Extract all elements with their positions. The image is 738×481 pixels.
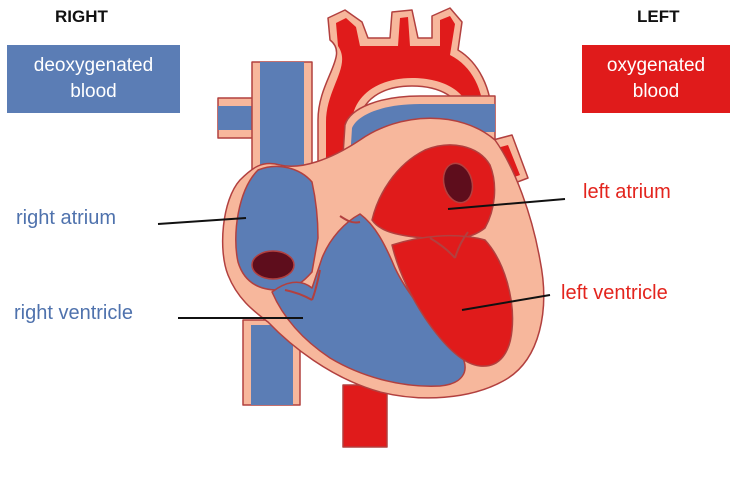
descending-aorta [342,384,388,448]
right-atrium-leader-line [157,217,247,225]
left-atrium-label: left atrium [583,181,671,203]
tricuspid-valve [284,269,321,301]
deoxygenated-legend-line2: blood [70,81,117,102]
aortic-valve [339,215,361,224]
coronary-sinus-opening [251,250,295,280]
left-ventricle-leader-line [461,294,551,311]
aortic-arch-lumen [326,16,484,200]
left-ventricle-label: left ventricle [561,282,668,304]
deoxygenated-legend: deoxygenated blood [7,45,180,113]
deoxygenated-legend-line1: deoxygenated [33,55,154,76]
left-ventricle [391,234,514,367]
oxygenated-legend: oxygenated blood [582,45,730,113]
oxygenated-legend-line1: oxygenated [606,55,706,76]
right-atrium-label: right atrium [16,207,117,229]
right-ventricle-label: right ventricle [14,302,133,324]
left-side-heading: LEFT [637,7,680,26]
pulmonary-vein-opening [442,162,474,204]
right-ventricle [271,213,466,387]
inferior-vena-cava-lumen [251,325,293,405]
oxygenated-legend-line2: blood [632,81,680,102]
mitral-valve [429,231,469,259]
right-side-heading: RIGHT [55,7,108,26]
left-atrium-leader-line [447,198,566,210]
